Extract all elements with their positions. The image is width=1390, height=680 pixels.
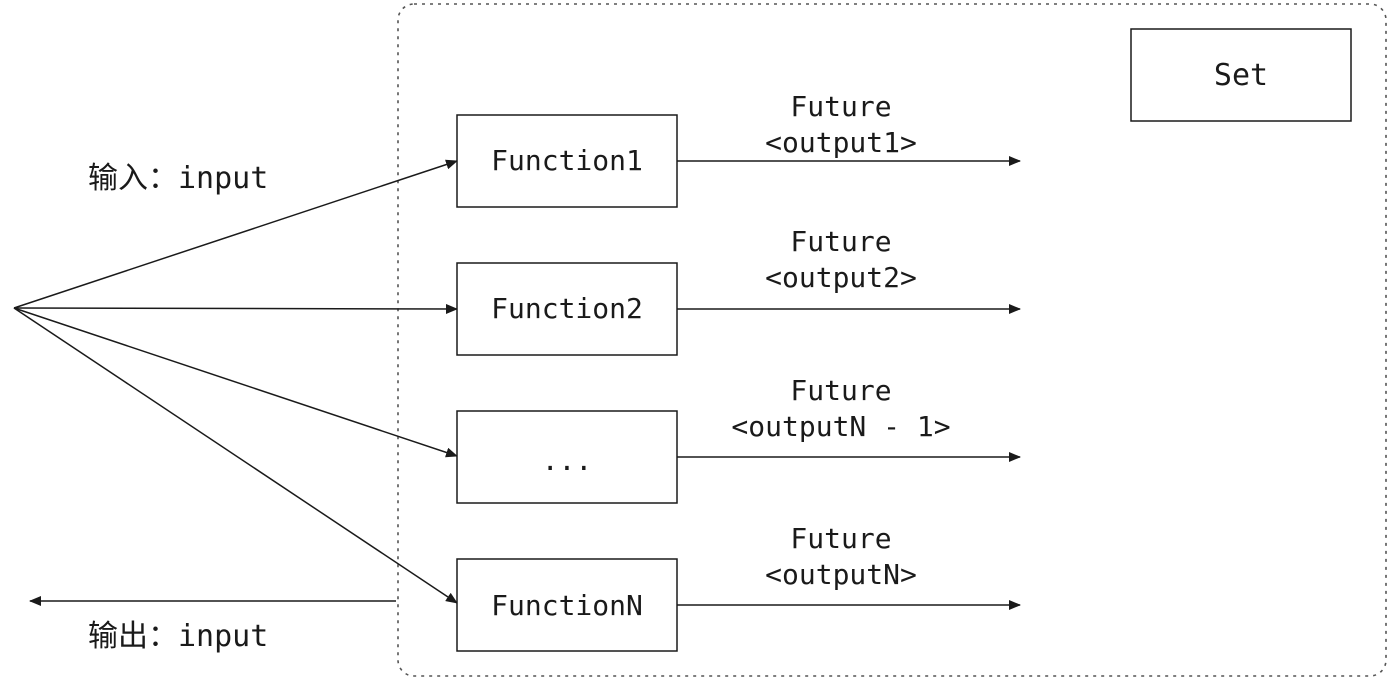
set-container (397, 3, 1387, 677)
future-label-3: Future (790, 374, 891, 407)
future-output-1: <output1> (765, 126, 917, 159)
future-output-4: <outputN> (765, 558, 917, 591)
future-label-1: Future (790, 90, 891, 123)
input-arrow-4 (13, 307, 458, 604)
input-label: 输入：input (88, 161, 268, 196)
function-label-3: ... (542, 444, 593, 477)
output-label-prefix: 输出： (88, 619, 178, 654)
function-label-4: FunctionN (491, 589, 643, 622)
input-arrow-1 (13, 159, 458, 309)
function-box-2 (456, 262, 678, 356)
input-label-prefix: 输入： (88, 161, 178, 196)
set-box (1130, 28, 1352, 122)
input-arrow-3 (13, 307, 458, 458)
function-label-1: Function1 (491, 144, 643, 177)
output-label: 输出：input (88, 619, 268, 654)
input-label-value: input (178, 161, 268, 196)
future-output-3: <outputN - 1> (731, 410, 950, 443)
output-label-value: input (178, 619, 268, 654)
function-box-3 (456, 410, 678, 504)
future-label-2: Future (790, 225, 891, 258)
future-label-4: Future (790, 522, 891, 555)
set-label: Set (1214, 58, 1268, 93)
input-arrow-2 (13, 303, 458, 314)
function-box-4 (456, 558, 678, 652)
future-output-2: <output2> (765, 261, 917, 294)
function-label-2: Function2 (491, 292, 643, 325)
